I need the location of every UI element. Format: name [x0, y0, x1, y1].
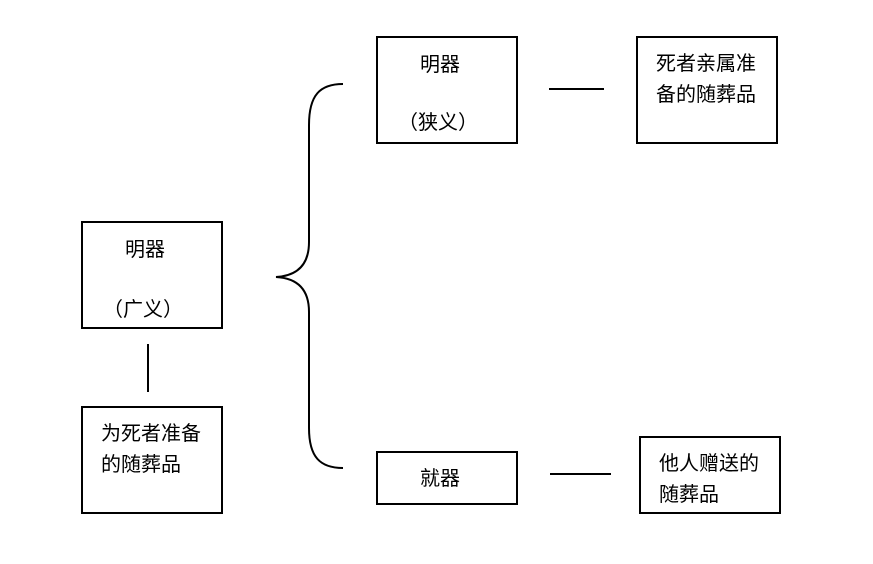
broad-mingqi-box: 明器 （广义） [81, 221, 223, 329]
broad-mingqi-name: 明器 [125, 237, 165, 261]
curly-brace [275, 83, 344, 469]
narrow-mingqi-qualifier: （狭义） [398, 110, 478, 134]
jiuqi-definition-text: 他人赠送的随葬品 [659, 451, 759, 506]
narrow-mingqi-name: 明器 [420, 52, 460, 76]
jiuqi-name: 就器 [420, 466, 460, 490]
jiuqi-definition-box: 他人赠送的随葬品 [639, 436, 781, 514]
narrow-definition-box: 死者亲属准备的随葬品 [636, 36, 778, 144]
broad-definition-text: 为死者准备的随葬品 [101, 421, 201, 476]
narrow-definition-text: 死者亲属准备的随葬品 [656, 51, 756, 106]
broad-mingqi-qualifier: （广义） [103, 297, 183, 321]
narrow-mingqi-box: 明器 （狭义） [376, 36, 518, 144]
jiuqi-box: 就器 [376, 451, 518, 505]
broad-definition-box: 为死者准备的随葬品 [81, 406, 223, 514]
